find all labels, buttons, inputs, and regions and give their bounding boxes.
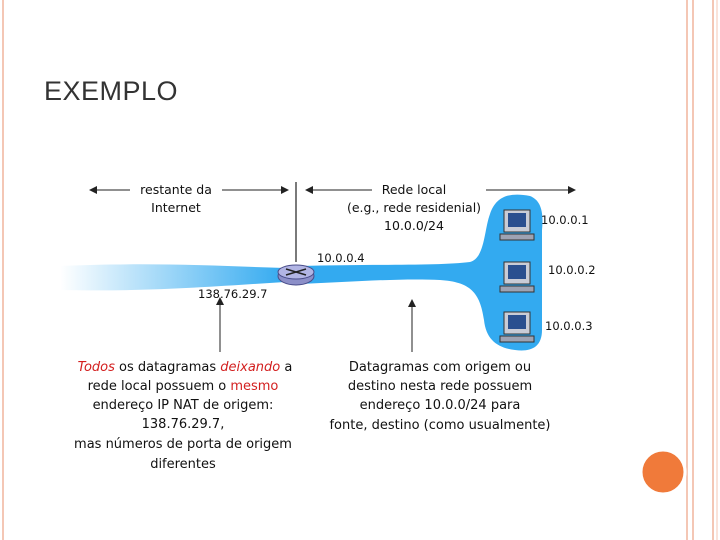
host-ip-1: 10.0.0.1	[541, 213, 589, 227]
note-left-line3: endereço IP NAT de origem:	[93, 398, 274, 413]
host-ip-3: 10.0.0.3	[545, 319, 593, 333]
note-right-line2: destino nesta rede possuem	[348, 379, 532, 394]
note-left-line6: diferentes	[150, 457, 216, 472]
router-local-ip: 10.0.0.4	[317, 251, 365, 265]
note-left-highlight-deixando: deixando	[220, 360, 280, 375]
host-ip-2: 10.0.0.2	[548, 263, 596, 277]
note-left-line1: Todos os datagramas deixando a	[78, 360, 293, 375]
label-rest-internet-2: Internet	[151, 200, 201, 215]
note-right-line1: Datagramas com origem ou	[349, 360, 531, 375]
host-computer-icon	[499, 261, 535, 293]
label-rest-internet-1: restante da	[140, 182, 212, 197]
nat-router	[277, 264, 315, 286]
label-local-network-2: (e.g., rede residenial)	[347, 200, 481, 215]
slide-title: EXEMPLO	[44, 76, 179, 106]
note-left-highlight-mesmo: mesmo	[230, 379, 278, 394]
note-left-line4: 138.76.29.7,	[142, 417, 225, 432]
label-local-network-1: Rede local	[382, 182, 447, 197]
note-left-highlight-todos: Todos	[78, 360, 115, 375]
note-left-line5: mas números de porta de origem	[74, 437, 292, 452]
note-right-line4: fonte, destino (como usualmente)	[329, 418, 550, 433]
host-computer-icon	[499, 209, 535, 241]
note-left-line2: rede local possuem o mesmo	[88, 379, 279, 394]
router-public-ip: 138.76.29.7	[198, 287, 268, 301]
local-network-area	[300, 194, 543, 351]
internet-link	[60, 264, 285, 291]
label-local-network-3: 10.0.0/24	[384, 218, 444, 233]
host-computer-icon	[499, 311, 535, 343]
note-right-line3: endereço 10.0.0/24 para	[360, 398, 521, 413]
